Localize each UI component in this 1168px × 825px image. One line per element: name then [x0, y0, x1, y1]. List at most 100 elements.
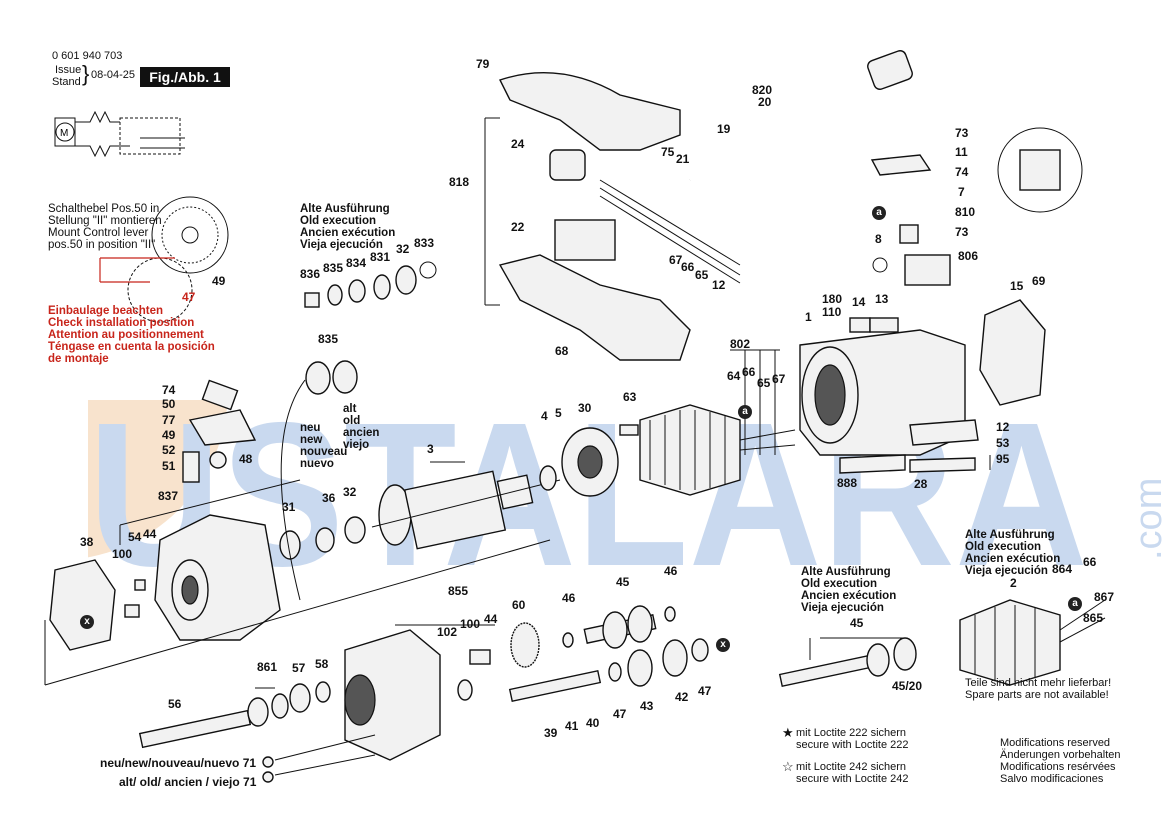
callout-818: 818 — [449, 175, 470, 189]
callout-51: 51 — [162, 459, 176, 473]
callout-31: 31 — [282, 500, 296, 514]
leaders — [119, 349, 991, 689]
callout-77: 77 — [162, 413, 176, 427]
callout-46b: 46 — [664, 564, 678, 578]
callout-855: 855 — [448, 584, 469, 598]
gear-train — [508, 605, 728, 703]
spindle — [138, 681, 376, 783]
motor-housing — [799, 299, 1046, 474]
marker-x-1: x — [80, 615, 94, 629]
marker-a-1: a — [872, 206, 886, 220]
callout-20: 20 — [758, 95, 772, 109]
callout-47b: 47 — [613, 707, 627, 721]
callout-45a: 45 — [616, 575, 630, 589]
callout-19: 19 — [717, 122, 731, 136]
callout-75: 75 — [661, 145, 675, 159]
callout-54: 54 — [128, 530, 142, 544]
lower-gear-housing — [344, 624, 495, 761]
callout-38: 38 — [80, 535, 94, 549]
callout-12a: 12 — [712, 278, 726, 292]
callout-12b: 12 — [996, 420, 1010, 434]
callout-49a: 49 — [162, 428, 176, 442]
callout-802: 802 — [730, 337, 751, 351]
callout-41: 41 — [565, 719, 579, 733]
old-71-label: alt/ old/ ancien / viejo 71 — [119, 775, 257, 789]
not-available-note: Teile sind nicht mehr lieferbar! Spare p… — [965, 677, 1112, 701]
callout-48: 48 — [239, 452, 253, 466]
handle-assembly — [484, 50, 913, 361]
alt-old-label: alt old ancien viejo — [343, 403, 380, 451]
callout-867: 867 — [1094, 590, 1115, 604]
install-note: Einbaulage beachten Check installation p… — [48, 305, 215, 365]
loctite-222-note: ★ mit Loctite 222 sichern secure with Lo… — [782, 725, 909, 751]
callout-28: 28 — [914, 477, 928, 491]
old-execution-note-3: Alte Ausführung Old execution Ancien exé… — [965, 529, 1061, 577]
brace: } — [82, 61, 90, 86]
neu-new-label: neu new nouveau nuevo — [300, 422, 348, 470]
callout-50: 50 — [162, 397, 176, 411]
marker-x-2: x — [716, 638, 730, 652]
callout-24: 24 — [511, 137, 525, 151]
svg-text:M: M — [60, 128, 68, 139]
callout-11: 11 — [955, 145, 968, 159]
stand-label: Stand — [52, 76, 81, 88]
callout-100a: 100 — [112, 547, 133, 561]
switch-note: Schalthebel Pos.50 in Stellung "II" mont… — [48, 203, 162, 251]
callout-36: 36 — [322, 491, 336, 505]
callout-58: 58 — [315, 657, 329, 671]
callout-7: 7 — [958, 185, 965, 199]
callout-834: 834 — [346, 256, 367, 270]
field-coil — [639, 404, 796, 496]
loctite-242-note: ☆ mit Loctite 242 sichern secure with Lo… — [782, 759, 909, 785]
old-execution-note-1: Alte Ausführung Old execution Ancien exé… — [300, 203, 396, 251]
old-field-coil — [959, 599, 1106, 686]
callout-66b: 66 — [742, 365, 756, 379]
part-number: 0 601 940 703 — [52, 50, 123, 62]
callout-888: 888 — [837, 476, 858, 490]
armature — [371, 424, 639, 550]
callout-74a: 74 — [955, 165, 969, 179]
callout-30: 30 — [578, 401, 592, 415]
date: 08-04-25 — [91, 69, 136, 81]
marker-a-3: a — [1068, 597, 1082, 611]
callout-833: 833 — [414, 236, 435, 250]
callout-45-20: 45/20 — [892, 679, 923, 693]
callout-180: 180 — [822, 292, 843, 306]
callout-46a: 46 — [562, 591, 576, 605]
callout-32a: 32 — [396, 242, 410, 256]
callout-45b: 45 — [850, 616, 864, 630]
callout-8: 8 — [875, 232, 882, 246]
wiring-schematic: M — [54, 110, 185, 158]
callout-69: 69 — [1032, 274, 1046, 288]
callout-66c: 66 — [1083, 555, 1097, 569]
callout-73a: 73 — [955, 126, 969, 140]
callout-47c: 47 — [698, 684, 712, 698]
callout-14: 14 — [852, 295, 866, 309]
callout-831: 831 — [370, 250, 391, 264]
old-execution-note-2: Alte Ausführung Old execution Ancien exé… — [801, 566, 897, 614]
callout-66a: 66 — [681, 260, 695, 274]
callout-820: 820 — [752, 83, 773, 97]
callout-32b: 32 — [343, 485, 357, 499]
callout-3: 3 — [427, 442, 434, 456]
callout-42: 42 — [675, 690, 689, 704]
callout-52: 52 — [162, 443, 176, 457]
callout-4: 4 — [541, 409, 548, 423]
callout-44a: 44 — [143, 527, 157, 541]
callout-864: 864 — [1052, 562, 1073, 576]
callout-13: 13 — [875, 292, 889, 306]
callout-63: 63 — [623, 390, 637, 404]
callout-102: 102 — [437, 625, 458, 639]
callout-95: 95 — [996, 452, 1010, 466]
callout-53: 53 — [996, 436, 1010, 450]
callout-810: 810 — [955, 205, 976, 219]
callout-5: 5 — [555, 406, 562, 420]
callout-837: 837 — [158, 489, 179, 503]
callout-40: 40 — [586, 716, 600, 730]
bearing-set — [280, 261, 437, 601]
new-71-label: neu/new/nouveau/nuevo 71 — [100, 756, 257, 770]
callout-100b: 100 — [460, 617, 481, 631]
callout-64: 64 — [727, 369, 741, 383]
callout-39: 39 — [544, 726, 558, 740]
